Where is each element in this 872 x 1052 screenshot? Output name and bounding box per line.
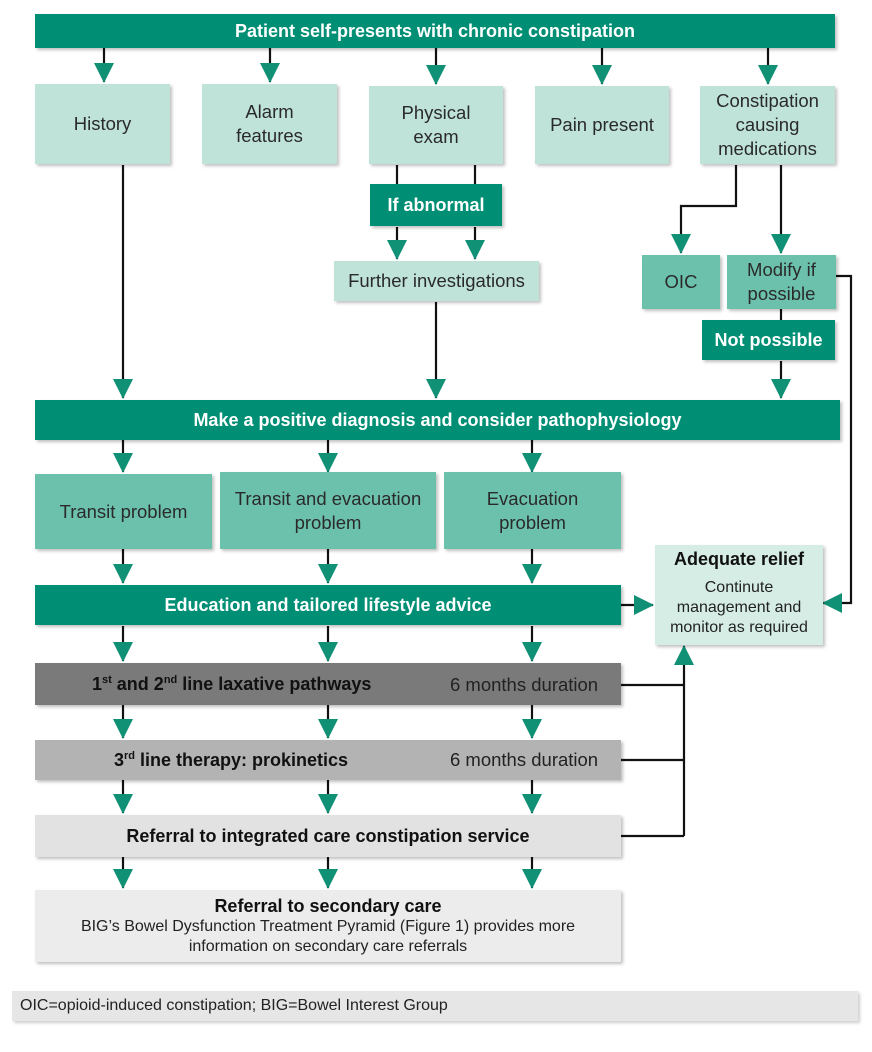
further-investigations-box: Further investigations [334,261,539,301]
evac-problem-label: Evacuation problem [486,487,579,533]
further-investigations-label: Further investigations [348,270,525,291]
alarm-label: Alarm features [236,101,303,146]
integrated-care-box: Referral to integrated care constipation… [35,815,621,857]
secondary-care-box: Referral to secondary care BIG’s Bowel D… [35,890,621,962]
education-box: Education and tailored lifestyle advice [35,585,621,625]
diagnosis-label: Make a positive diagnosis and consider p… [193,409,682,430]
oic-label: OIC [664,271,698,292]
pain-label: Pain present [550,114,654,135]
alarm-box: Alarm features [202,84,337,164]
diagnosis-box: Make a positive diagnosis and consider p… [35,400,840,440]
medications-to-oic [671,165,738,254]
history-box: History [35,84,170,164]
pain-box: Pain present [535,86,669,164]
integrated-care-label: Referral to integrated care constipation… [126,825,530,846]
exam-label: Physical exam [401,102,471,147]
secondary-care-body: BIG’s Bowel Dysfunction Treatment Pyrami… [80,918,576,955]
education-label: Education and tailored lifestyle advice [164,594,492,615]
laxative-label: 1st and 2nd line laxative pathways [92,674,371,695]
laxative-label-num1: 1 [92,674,103,694]
secondary-care-title: Referral to secondary care [214,896,442,916]
adequate-relief-title: Adequate relief [673,549,805,569]
evac-problem-box: Evacuation problem [444,472,621,549]
oic-box: OIC [642,255,720,309]
prokinetics-label-sup: rd [124,750,136,762]
not-possible-box: Not possible [702,320,835,360]
modify-to-relief [822,274,853,613]
prokinetics-duration: 6 months duration [450,749,599,770]
if-abnormal-box: If abnormal [370,184,502,226]
laxative-duration: 6 months duration [450,674,599,695]
adequate-relief-body: Continute management and monitor as requ… [670,579,808,636]
prokinetics-label: 3rd line therapy: prokinetics [114,750,348,771]
laxative-label-sup2: nd [163,674,178,686]
footnote: OIC=opioid-induced constipation; BIG=Bow… [12,991,858,1021]
if-abnormal-label: If abnormal [387,194,485,215]
laxative-label-post: line laxative pathways [177,674,372,694]
prokinetics-label-num: 3 [114,750,125,770]
footnote-text: OIC=opioid-induced constipation; BIG=Bow… [20,997,448,1014]
prokinetics-label-post: line therapy: prokinetics [135,750,349,770]
adequate-relief-box: Adequate relief Continute management and… [655,545,823,645]
not-possible-label: Not possible [714,329,823,350]
start-label: Patient self-presents with chronic const… [234,20,636,41]
laxative-label-sup1: st [102,674,112,686]
transit-problem-label: Transit problem [59,500,188,522]
exam-box: Physical exam [369,86,503,164]
medications-label: Constipation causing medications [716,90,819,159]
laxative-label-mid: and 2 [111,674,164,694]
modify-box: Modify if possible [727,255,836,309]
start-box: Patient self-presents with chronic const… [35,14,835,48]
transit-evac-problem-box: Transit and evacuation problem [220,472,436,549]
laxative-box [35,663,621,705]
transit-evac-problem-label: Transit and evacuation problem [234,487,422,533]
modify-label: Modify if possible [747,259,816,304]
transit-problem-box: Transit problem [35,474,212,549]
history-label: History [73,113,132,134]
prokinetics-box [35,740,621,780]
medications-box: Constipation causing medications [700,86,835,164]
